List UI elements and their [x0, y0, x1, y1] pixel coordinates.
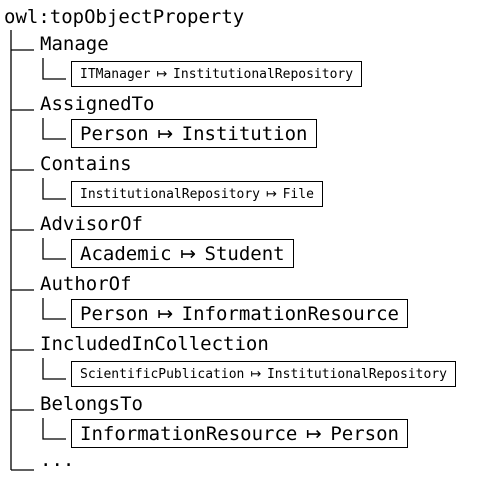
domain-label: Academic — [80, 242, 172, 265]
sub-belongsto — [42, 418, 66, 440]
property-belongsto: BelongsTo — [40, 393, 143, 415]
signature-advisorof: Academic ↦ Student — [71, 239, 294, 268]
maps-to-arrow: ↦ — [180, 242, 196, 265]
sub-authorof — [42, 298, 66, 320]
domain-label: ITManager — [80, 66, 151, 82]
maps-to-arrow: ↦ — [157, 122, 174, 145]
range-label: InformationResource — [181, 302, 399, 325]
sub-assignedto — [42, 118, 66, 140]
domain-label: ScientificPublication — [80, 366, 245, 382]
range-label: Institution — [181, 122, 308, 145]
range-label: Person — [330, 422, 399, 445]
domain-label: InformationResource — [80, 422, 298, 445]
signature-includedincollection: ScientificPublication ↦ InstitutionalRep… — [71, 361, 456, 387]
sub-contains — [42, 178, 66, 200]
range-label: InstitutionalRepository — [173, 66, 354, 82]
property-assignedto: AssignedTo — [40, 93, 155, 115]
range-label: InstitutionalRepository — [266, 366, 447, 382]
signature-authorof: Person ↦ InformationResource — [71, 299, 408, 328]
maps-to-arrow: ↦ — [156, 66, 168, 82]
sub-manage — [42, 58, 66, 80]
range-label: Student — [204, 242, 285, 265]
range-label: File — [282, 186, 314, 202]
signature-belongsto: InformationResource ↦ Person — [71, 419, 408, 448]
maps-to-arrow: ↦ — [305, 422, 322, 445]
property-includedincollection: IncludedInCollection — [40, 333, 269, 355]
signature-contains: InstitutionalRepository ↦ File — [71, 181, 323, 207]
signature-assignedto: Person ↦ Institution — [71, 119, 317, 148]
domain-label: Person — [80, 302, 149, 325]
maps-to-arrow: ↦ — [250, 366, 262, 382]
maps-to-arrow: ↦ — [157, 302, 174, 325]
root-property: owl:topObjectProperty — [4, 6, 245, 28]
maps-to-arrow: ↦ — [265, 186, 277, 202]
more-ellipsis: ... — [40, 449, 75, 471]
property-manage: Manage — [40, 33, 109, 55]
property-contains: Contains — [40, 153, 132, 175]
domain-label: Person — [80, 122, 149, 145]
sub-advisorof — [42, 238, 66, 260]
property-authorof: AuthorOf — [40, 273, 132, 295]
signature-manage: ITManager ↦ InstitutionalRepository — [71, 61, 363, 87]
property-advisorof: AdvisorOf — [40, 213, 143, 235]
domain-label: InstitutionalRepository — [80, 186, 261, 202]
sub-includedincollection — [42, 358, 66, 380]
